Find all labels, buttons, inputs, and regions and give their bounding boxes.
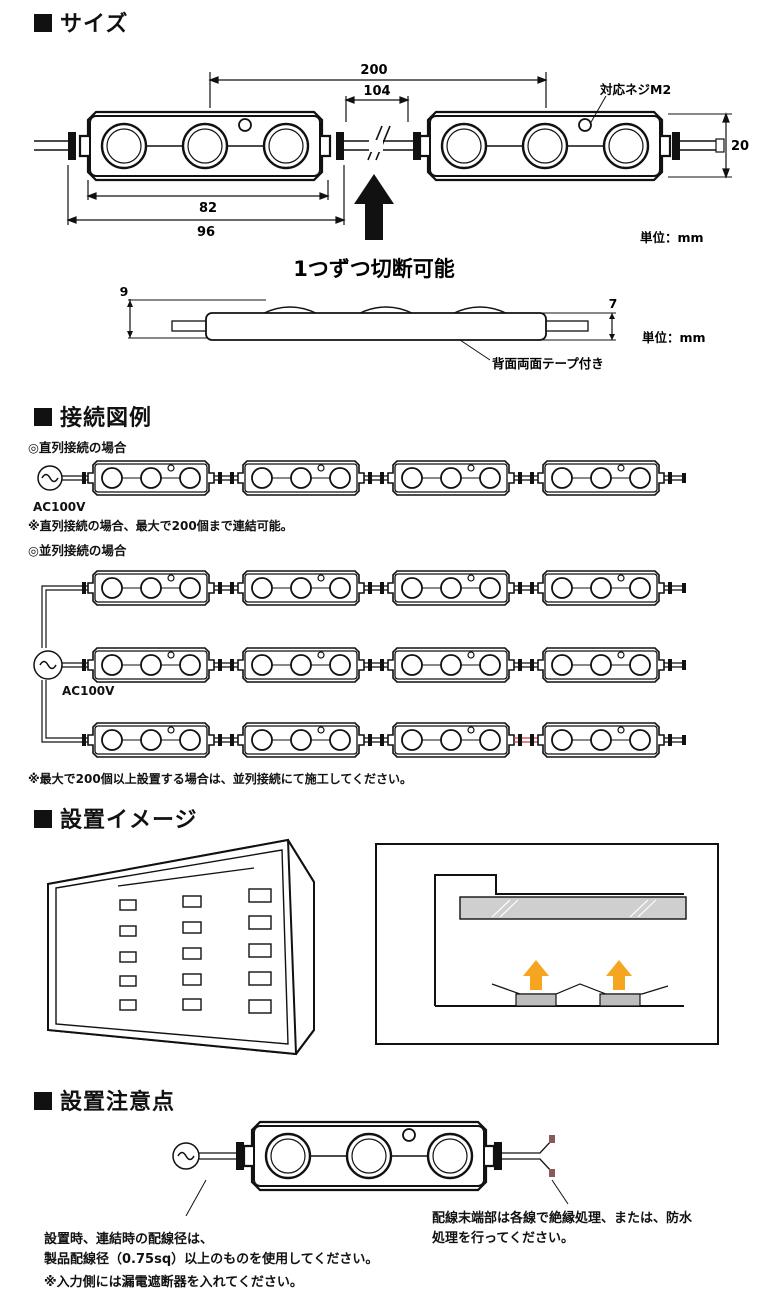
section-title-install-image: 設置イメージ (34, 802, 198, 834)
parallel-row1-module-3 (387, 570, 515, 606)
dim-200: 200 (360, 63, 387, 78)
parallel-note: ※最大で200個以上設置する場合は、並列接続にて施工してください。 (28, 772, 412, 786)
light-arrow-right-icon (606, 960, 632, 990)
parallel-row3-module-1 (87, 722, 215, 758)
series-connector-3 (513, 471, 539, 485)
section-title-size-text: サイズ (60, 12, 129, 37)
square-bullet-icon (34, 408, 52, 426)
series-connector-1 (213, 471, 239, 485)
series-module-1 (87, 460, 215, 496)
side-view-module (205, 312, 547, 341)
parallel-row3-module-4 (537, 722, 665, 758)
install-sign-box-illustration (47, 838, 315, 1056)
parallel-row2-module-3 (387, 647, 515, 683)
dim-96: 96 (197, 225, 215, 240)
parallel-row2-module-4 (537, 647, 665, 683)
notes-left-line3: ※入力側には漏電遮断器を入れてください。 (44, 1275, 303, 1290)
size-diagram: 200 104 82 96 20 対応ネジM2 1つずつ切断可能 単位：mm 9… (34, 63, 749, 371)
parallel-row3-module-2 (237, 722, 365, 758)
unit-label-top: 単位：mm (640, 230, 704, 245)
parallel-row2-module-1 (87, 647, 215, 683)
led-module-right (599, 993, 641, 1007)
section-title-wiring: 接続図例 (34, 400, 152, 432)
dim-104: 104 (363, 84, 390, 99)
section-title-install-notes-text: 設置注意点 (60, 1090, 176, 1115)
tape-label: 背面両面テープ付き (492, 356, 604, 371)
notes-left-line1: 設置時、連結時の配線径は、 (44, 1232, 214, 1247)
series-title: ◎直列接続の場合 (28, 440, 127, 455)
install-cross-section-illustration (375, 843, 719, 1045)
install-notes-diagram (172, 1120, 569, 1217)
parallel-source-label: AC100V (62, 684, 115, 698)
series-module-3 (387, 460, 515, 496)
series-module-2 (237, 460, 365, 496)
light-arrow-left-icon (523, 960, 549, 990)
section-title-wiring-text: 接続図例 (60, 406, 153, 431)
notes-left-line2: 製品配線径（0.75sq）以上のものを使用してください。 (44, 1252, 379, 1267)
side-dim-7: 7 (609, 296, 618, 311)
parallel-row2-module-2 (237, 647, 365, 683)
dim-20: 20 (731, 139, 749, 154)
dim-82: 82 (199, 201, 217, 216)
size-module-left (78, 110, 332, 182)
screw-label: 対応ネジM2 (599, 82, 671, 97)
section-title-install-image-text: 設置イメージ (60, 808, 198, 833)
parallel-row1-module-4 (537, 570, 665, 606)
parallel-row1-module-1 (87, 570, 215, 606)
series-wiring-diagram (37, 460, 686, 496)
cut-label: 1つずつ切断可能 (293, 257, 455, 281)
square-bullet-icon (34, 14, 52, 32)
size-module-right (418, 110, 672, 182)
series-source-label: AC100V (33, 500, 86, 514)
parallel-title: ◎並列接続の場合 (28, 543, 127, 558)
parallel-wiring-diagram (33, 570, 686, 758)
section-title-install-notes: 設置注意点 (34, 1084, 175, 1116)
parallel-row3-module-3 (387, 722, 515, 758)
acrylic-panel (459, 896, 687, 920)
unit-label-side: 単位：mm (642, 330, 706, 345)
led-module-left (515, 993, 557, 1007)
side-dim-9: 9 (120, 284, 129, 299)
cut-arrow-icon (354, 174, 394, 240)
section-title-size: サイズ (34, 6, 128, 38)
square-bullet-icon (34, 810, 52, 828)
series-note: ※直列接続の場合、最大で200個まで連結可能。 (28, 519, 293, 533)
notes-right-line1: 配線末端部は各線で絶縁処理、または、防水 (432, 1211, 693, 1226)
series-module-4 (537, 460, 665, 496)
notes-module (242, 1120, 496, 1192)
series-connector-2 (363, 471, 389, 485)
square-bullet-icon (34, 1092, 52, 1110)
parallel-row1-module-2 (237, 570, 365, 606)
notes-right-line2: 処理を行ってください。 (432, 1231, 574, 1246)
